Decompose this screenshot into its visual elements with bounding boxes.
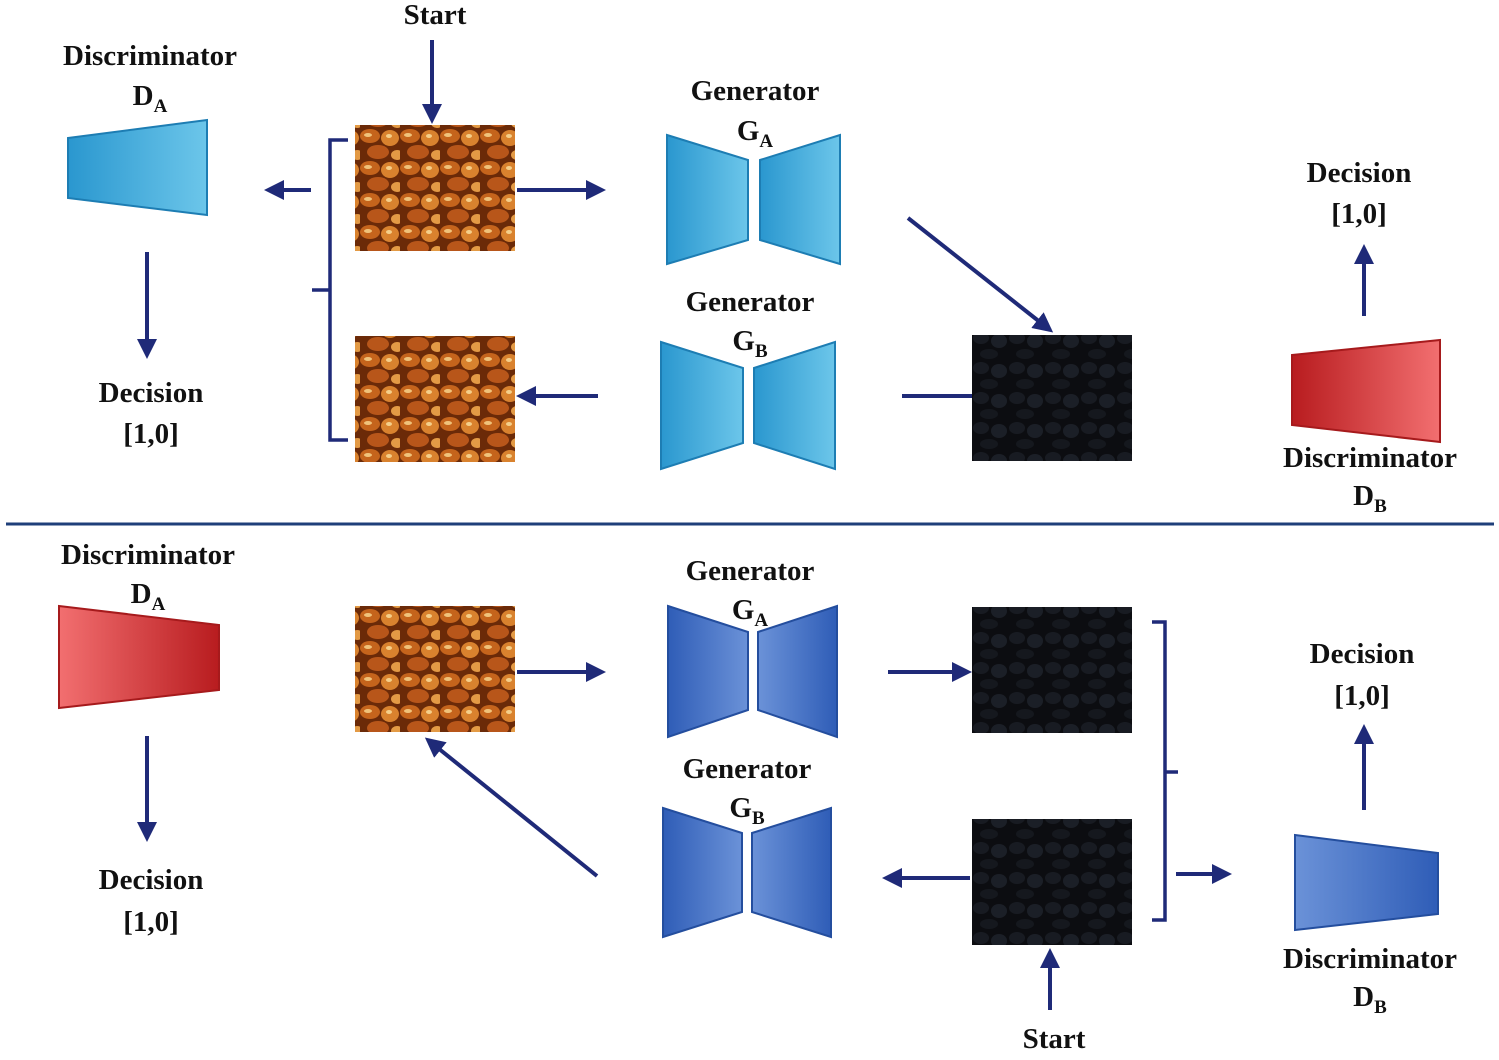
bottom-right-bracket [1152,620,1178,922]
bottom-disc-b-shape [1294,833,1439,932]
top-start-label: Start [404,0,467,31]
top-gen-b-name: Generator [686,286,815,318]
top-decision-b-word: Decision [1307,157,1412,189]
bottom-decision-b-value: [1,0] [1334,680,1390,712]
bottom-gen-a-decoder [757,604,838,739]
top-gen-a-symbol: GA [737,115,774,152]
top-gen-a-to-dark-arrow [906,216,1054,333]
bottom-gen-b-decoder [751,806,832,939]
top-disc-b-name: Discriminator [1283,442,1457,474]
top-gen-a-encoder [666,133,749,266]
top-gen-b-decoder [753,340,836,471]
top-disc-a-name: Discriminator [63,40,237,72]
top-gen-a-name: Generator [691,75,820,107]
bottom-gen-b-encoder [662,806,743,939]
bottom-disc-a-shape [58,604,220,710]
bottom-disc-a-symbol: DA [131,578,166,615]
bottom-dark-image-reconstructed [972,607,1132,733]
bottom-gen-a-name: Generator [686,555,815,587]
top-gen-a-decoder [759,133,841,266]
bottom-gen-b-to-image-arrow [424,737,599,878]
bottom-orange-image-generated [355,606,515,732]
top-disc-a-shape [67,118,208,217]
bottom-decision-a-word: Decision [99,864,204,896]
bottom-dark-image-real [972,819,1132,945]
bottom-decision-a-value: [1,0] [123,906,179,938]
bottom-gen-b-name: Generator [683,753,812,785]
top-disc-b-symbol: DB [1353,480,1387,517]
top-gen-b-encoder [660,340,744,471]
bottom-disc-b-symbol: DB [1353,981,1387,1018]
bottom-gen-a-symbol: GA [732,594,769,631]
top-disc-a-symbol: DA [133,80,168,117]
top-dark-image-generated [972,335,1132,461]
bottom-disc-a-name: Discriminator [61,539,235,571]
bottom-start-label: Start [1023,1023,1086,1055]
top-orange-image-real [355,125,515,251]
bottom-decision-b-word: Decision [1310,638,1415,670]
bottom-disc-b-name: Discriminator [1283,943,1457,975]
top-disc-b-shape [1291,338,1441,444]
top-decision-a-value: [1,0] [123,418,179,450]
bottom-gen-b-symbol: GB [729,792,765,829]
top-gen-b-symbol: GB [732,325,768,362]
top-orange-image-reconstructed [355,336,515,462]
top-left-bracket [312,138,348,442]
bottom-gen-a-encoder [667,604,749,739]
top-decision-a-word: Decision [99,377,204,409]
top-decision-b-value: [1,0] [1331,198,1387,230]
